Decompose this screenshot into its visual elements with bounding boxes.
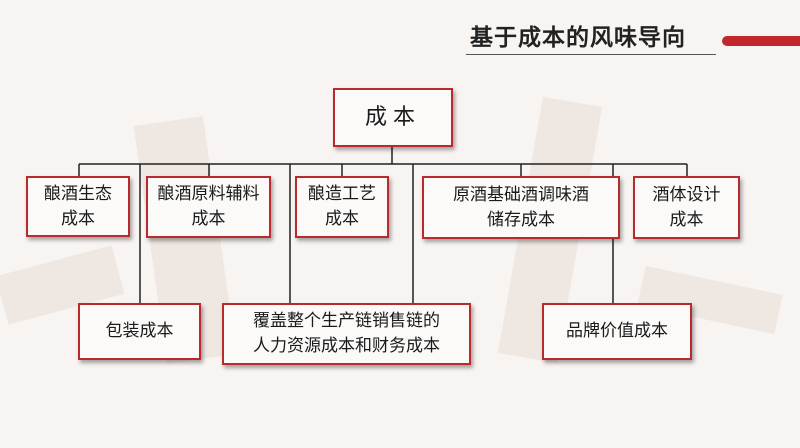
node-blend-design-cost: 酒体设计 成本 [633,176,740,239]
node-raw-materials-cost: 酿酒原料辅料 成本 [146,176,271,238]
page-title: 基于成本的风味导向 [470,24,686,51]
node-packaging-cost: 包装成本 [78,303,201,360]
root-node-cost: 成本 [333,88,453,147]
node-brewing-ecology-cost: 酿酒生态 成本 [26,176,130,237]
node-brewing-process-cost: 酿造工艺 成本 [295,176,389,238]
title-accent-bar [722,36,800,46]
node-brand-value-cost: 品牌价值成本 [542,303,692,360]
node-hr-finance-cost: 覆盖整个生产链销售链的 人力资源成本和财务成本 [222,303,471,365]
title-underline [466,54,716,55]
node-base-liquor-storage-cost: 原酒基础酒调味酒 储存成本 [422,176,620,239]
